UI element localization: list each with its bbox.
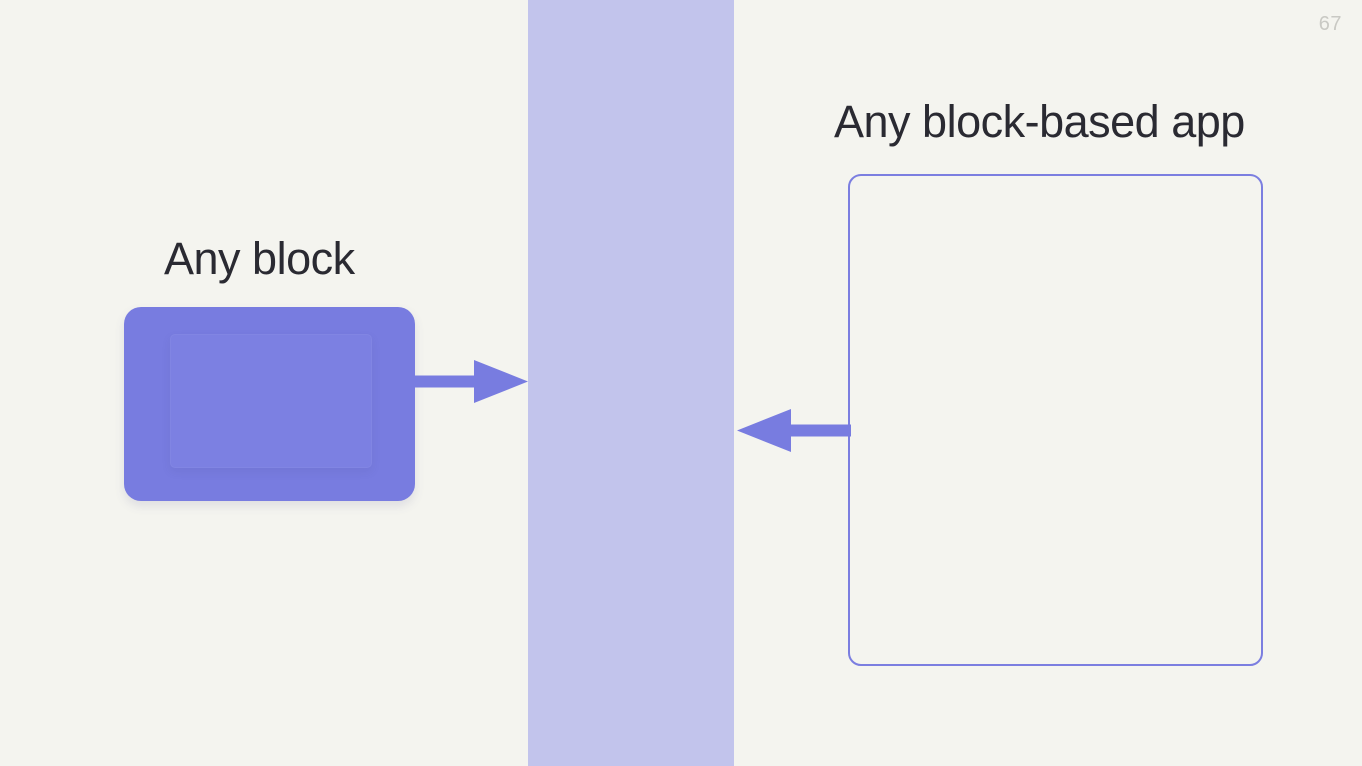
app-shape <box>848 174 1263 666</box>
page-number: 67 <box>1318 13 1342 35</box>
arrow-left-icon <box>737 409 851 452</box>
arrow-right-icon <box>414 360 528 403</box>
block-inner-shape <box>170 334 372 468</box>
block-shape <box>124 307 415 501</box>
center-band <box>528 0 734 766</box>
right-heading: Any block-based app <box>834 96 1245 147</box>
left-heading: Any block <box>164 233 355 284</box>
